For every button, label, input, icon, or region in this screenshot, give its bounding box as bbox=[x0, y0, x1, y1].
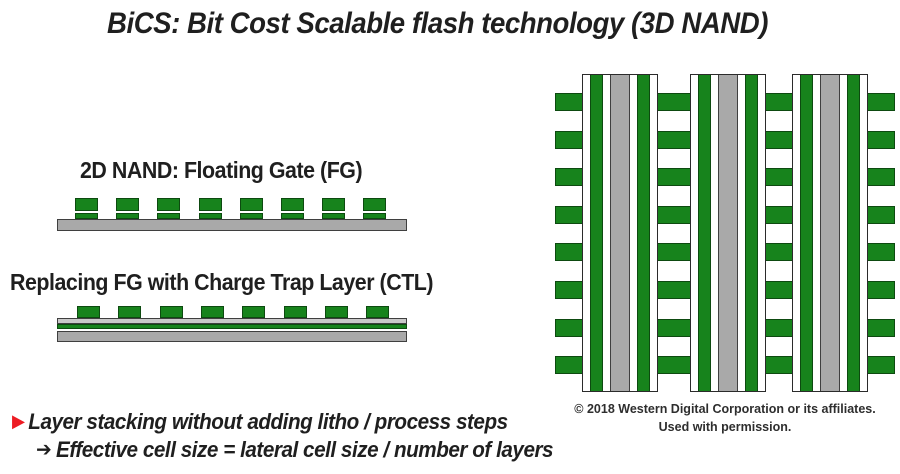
floating-gate-control bbox=[239, 198, 263, 211]
vertical-channel-pillar bbox=[582, 74, 658, 392]
bullet-effective-cell-size-text: Effective cell size = lateral cell size … bbox=[55, 437, 554, 462]
floating-gate bbox=[198, 213, 222, 219]
ctl-stack-bar bbox=[57, 318, 407, 342]
ctl-gate-cell bbox=[200, 306, 224, 318]
vertical-channel-pillar bbox=[690, 74, 766, 392]
fg-section-label: 2D NAND: Floating Gate (FG) bbox=[80, 157, 363, 183]
floating-gate bbox=[157, 213, 181, 219]
bullet-effective-cell-size: ➔Effective cell size = lateral cell size… bbox=[36, 437, 554, 463]
ctl-substrate bbox=[57, 331, 407, 342]
fg-cell bbox=[322, 198, 346, 219]
floating-gate-control bbox=[363, 198, 387, 211]
channel-stripe-left bbox=[800, 75, 813, 391]
ctl-gate-cell bbox=[324, 306, 348, 318]
ctl-gate-cell bbox=[77, 306, 100, 318]
fg-cell bbox=[363, 198, 387, 219]
fg-substrate bbox=[57, 219, 407, 231]
slide-title: BiCS: Bit Cost Scalable flash technology… bbox=[107, 7, 768, 40]
fg-cell bbox=[116, 198, 140, 219]
channel-stripe-left bbox=[698, 75, 711, 391]
floating-gate-control bbox=[322, 198, 346, 211]
vertical-channel-pillar bbox=[792, 74, 868, 392]
channel-stripe-left bbox=[590, 75, 603, 391]
core-filler-stripe bbox=[610, 75, 630, 391]
floating-gate-control bbox=[198, 198, 222, 211]
ctl-gate-cell bbox=[159, 306, 183, 318]
floating-gate bbox=[322, 213, 346, 219]
ctl-gate-cell bbox=[366, 306, 390, 318]
bics-3d-nand-diagram bbox=[555, 74, 895, 392]
floating-gate-control bbox=[157, 198, 181, 211]
ctl-gap-layer bbox=[57, 329, 407, 331]
fg-cell bbox=[75, 198, 98, 219]
fg-cell bbox=[281, 198, 304, 219]
ctl-gate-cell bbox=[242, 306, 266, 318]
arrow-bullet-icon: ➔ bbox=[36, 439, 52, 461]
floating-gate bbox=[116, 213, 140, 219]
red-triangle-bullet-icon: ▶ bbox=[12, 411, 25, 431]
floating-gate bbox=[281, 213, 304, 219]
floating-gate-control bbox=[116, 198, 140, 211]
copyright-line2: Used with permission. bbox=[658, 420, 792, 435]
ctl-gate-cell bbox=[118, 306, 142, 318]
channel-stripe-right bbox=[637, 75, 650, 391]
floating-gate-control bbox=[75, 198, 98, 211]
floating-gate bbox=[239, 213, 263, 219]
bullet-layer-stacking-text: Layer stacking without adding litho / pr… bbox=[28, 409, 508, 434]
fg-cell bbox=[239, 198, 263, 219]
copyright-notice: © 2018 Western Digital Corporation or it… bbox=[553, 400, 897, 436]
core-filler-stripe bbox=[820, 75, 840, 391]
ctl-gate-cell bbox=[283, 306, 307, 318]
floating-gate-control bbox=[281, 198, 304, 211]
fg-cell bbox=[198, 198, 222, 219]
floating-gate bbox=[75, 213, 98, 219]
ctl-oxide-top-layer bbox=[57, 318, 407, 324]
channel-stripe-right bbox=[847, 75, 860, 391]
ctl-section-label: Replacing FG with Charge Trap Layer (CTL… bbox=[10, 269, 434, 295]
fg-cell bbox=[157, 198, 181, 219]
bullet-layer-stacking: ▶Layer stacking without adding litho / p… bbox=[12, 409, 508, 435]
channel-stripe-right bbox=[745, 75, 758, 391]
core-filler-stripe bbox=[718, 75, 738, 391]
copyright-line1: © 2018 Western Digital Corporation or it… bbox=[574, 402, 876, 416]
ctl-charge-trap-layer bbox=[57, 324, 407, 329]
floating-gate bbox=[363, 213, 387, 219]
